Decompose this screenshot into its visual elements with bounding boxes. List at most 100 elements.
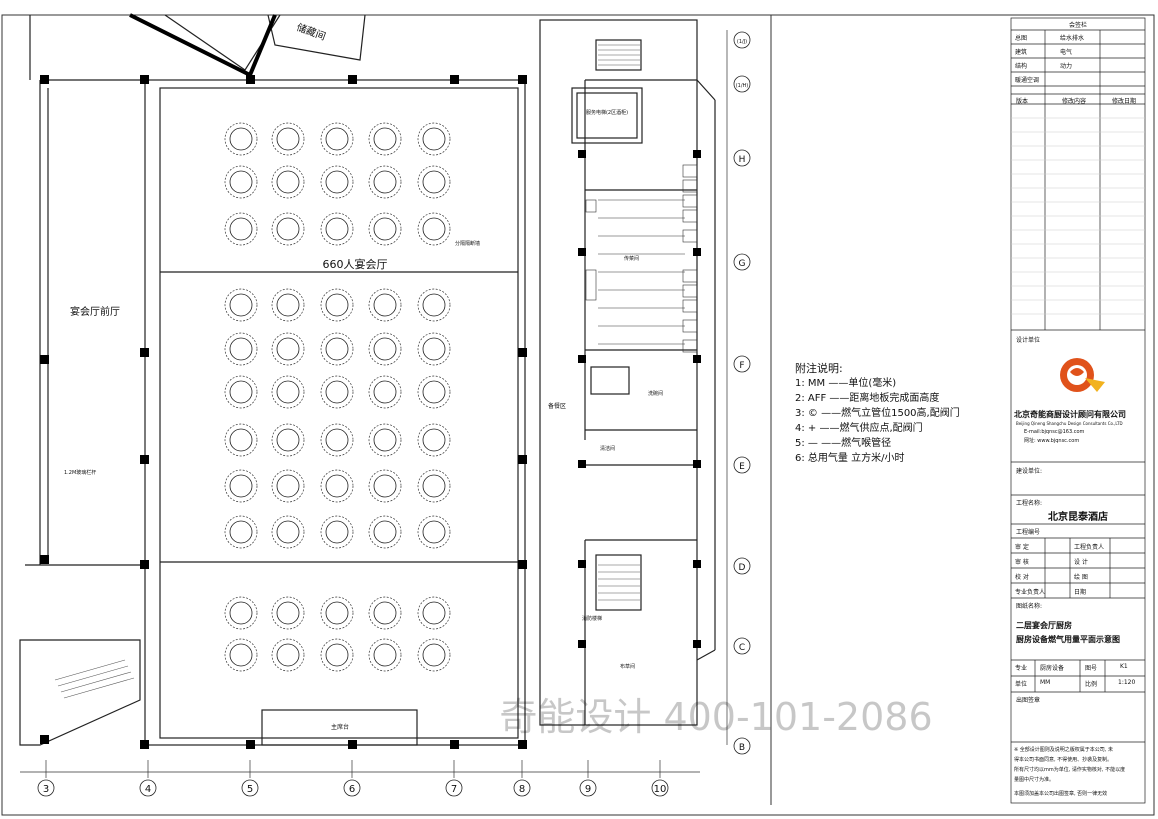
sign-row-label: 暖通空调 (1015, 77, 1040, 84)
row-axis-label: (1/J) (737, 39, 747, 45)
note-item: 6: 总用气量 立方米/小时 (795, 451, 904, 464)
column-axis-bubble: 3 (37, 779, 55, 797)
sign-row-label: 动力 (1060, 63, 1073, 70)
row-axis-bubble: G (733, 253, 751, 271)
project-label: 工程名称: (1016, 500, 1043, 507)
linen-label: 布草间 (620, 663, 635, 670)
client-label: 建设单位: (1016, 468, 1043, 475)
role-label: 专业负责人 (1015, 589, 1046, 596)
banquet-table (224, 515, 258, 549)
watermark: 奇能设计 400-101-2086 (499, 695, 932, 739)
spec-label: 专业 (1015, 665, 1028, 672)
banquet-table (368, 122, 402, 156)
stage-label: 主席台 (331, 723, 349, 731)
row-axis-label: H (739, 155, 746, 165)
row-axis-bubble: B (733, 737, 751, 755)
scale-value: 1:120 (1118, 679, 1136, 686)
row-axis-bubble: (1/J) (733, 31, 751, 49)
sign-row-label: 电气 (1060, 49, 1073, 56)
company-name-cn: 北京奇能商厨设计顾问有限公司 (1014, 410, 1126, 419)
banquet-table (320, 423, 354, 457)
note-item: 2: AFF ——距离地板完成面高度 (795, 391, 939, 404)
banquet-table (271, 375, 305, 409)
remark-line: ※ 全部设计图则及说明之版权属于本公司, 未 (1014, 747, 1113, 753)
drawing-label: 图纸名称: (1016, 603, 1043, 610)
sign-row-label: 结构 (1015, 63, 1028, 70)
column-axis-label: 4 (145, 784, 151, 795)
banquet-table (320, 638, 354, 672)
banquet-table (271, 212, 305, 246)
role-label: 日期 (1074, 589, 1087, 596)
column-axis-label: 6 (349, 784, 355, 795)
banquet-table (224, 288, 258, 322)
sheet-value: K1 (1120, 663, 1128, 670)
gas-pipe-lines (585, 164, 698, 353)
banquet-table (224, 596, 258, 630)
row-axis-label: F (739, 361, 744, 371)
prep-label: 传菜间 (624, 255, 639, 262)
hall-walls (19, 14, 716, 746)
banquet-table (271, 288, 305, 322)
handrail-label: 1.2M玻璃栏杆 (64, 469, 96, 476)
foyer-label: 宴会厅前厅 (70, 305, 120, 318)
banquet-table (368, 332, 402, 366)
row-axis-bubble: (1/H) (733, 75, 751, 93)
row-axis-label: (1/H) (736, 83, 749, 89)
cleaning-label: 清洁间 (600, 445, 615, 452)
banquet-table (271, 515, 305, 549)
banquet-table (417, 596, 451, 630)
role-label: 审 核 (1015, 559, 1029, 566)
row-axis-bubble: H (733, 149, 751, 167)
scale-label: 比例 (1085, 681, 1098, 688)
unit-value: MM (1040, 679, 1051, 686)
revision-rows (1011, 117, 1145, 315)
storage-label: 储藏间 (295, 20, 328, 42)
banquet-table (224, 212, 258, 246)
drawing-title-2: 厨房设备燃气用量平面示意图 (1016, 635, 1120, 644)
banquet-table (271, 469, 305, 503)
row-axis-label: B (739, 743, 745, 753)
column-axis-label: 3 (43, 784, 49, 795)
drawing-frame (1, 14, 1155, 816)
column-axis-label: 10 (654, 784, 667, 795)
row-axis-label: C (739, 643, 745, 653)
note-item: 1: MM ——单位(毫米) (795, 376, 896, 389)
sheet-label: 图号 (1085, 665, 1098, 672)
banquet-table (368, 423, 402, 457)
banquet-table (417, 423, 451, 457)
banquet-table (417, 122, 451, 156)
banquet-table (368, 469, 402, 503)
column-axis-bubble: 9 (579, 779, 597, 797)
banquet-tables (224, 122, 451, 672)
role-label: 校 对 (1015, 574, 1029, 581)
footer-note: 本图须加盖本公司出图签章, 否则一律无效 (1014, 791, 1108, 797)
banquet-table (320, 515, 354, 549)
partition-label: 分隔隔断墙 (455, 240, 480, 247)
banquet-table (368, 638, 402, 672)
banquet-table (320, 212, 354, 246)
banquet-table (417, 375, 451, 409)
company-name-en: Beijing Qineng Shangchu Design Consultan… (1016, 421, 1123, 426)
stamp-label: 出图签章 (1016, 697, 1041, 704)
column-axis-bubble: 5 (241, 779, 259, 797)
company-website: 网址: www.bjqnsc.com (1024, 438, 1080, 444)
row-axis-bubble: E (733, 456, 751, 474)
sign-row-label: 总图 (1015, 35, 1028, 42)
banquet-table (368, 515, 402, 549)
company-email: E-mail:bjqnsc@163.com (1024, 429, 1085, 435)
banquet-table (224, 122, 258, 156)
hall-label: 660人宴会厅 (323, 257, 388, 271)
banquet-table (368, 375, 402, 409)
banquet-table (320, 596, 354, 630)
row-axis-bubble: C (733, 637, 751, 655)
banquet-table (368, 288, 402, 322)
banquet-table (417, 515, 451, 549)
banquet-table (320, 122, 354, 156)
column-axis-bubble: 10 (651, 779, 669, 797)
banquet-table (417, 638, 451, 672)
titleblock-grid (1010, 17, 1146, 804)
company-logo-icon (1060, 358, 1105, 392)
